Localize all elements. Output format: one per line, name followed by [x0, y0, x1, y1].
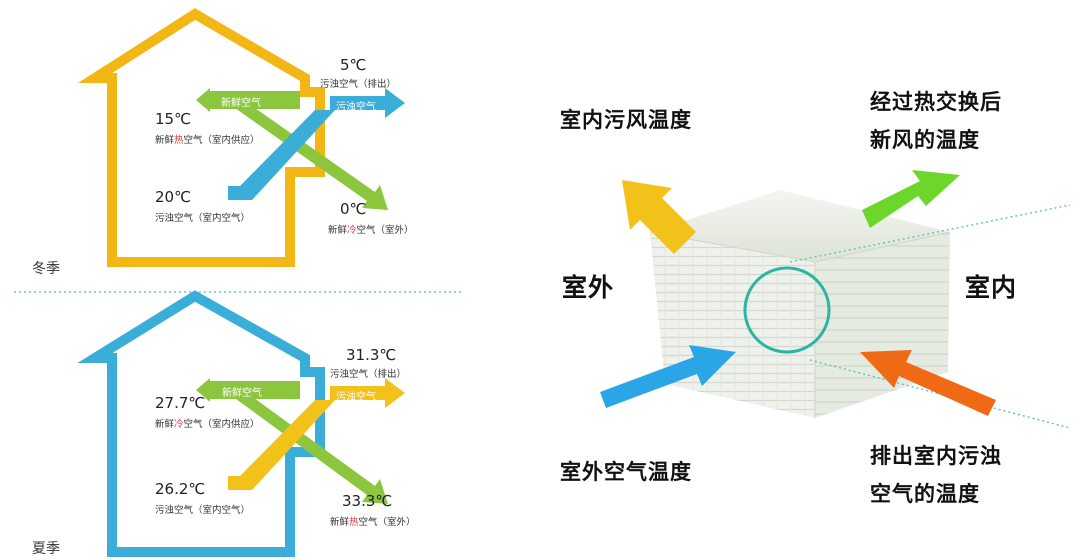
summer-indoor-temp: 26.2℃ — [155, 480, 206, 498]
zoom-circle — [743, 266, 831, 354]
winter-indoor-label: 污浊空气（室内空气） — [155, 213, 251, 224]
summer-indoor-label: 污浊空气（室内空气） — [155, 505, 251, 516]
winter-supply-temp: 15℃ — [155, 110, 191, 128]
winter-exhaust-label: 污浊空气（排出） — [320, 79, 397, 90]
summer-exhaust-temp: 31.3℃ — [346, 346, 397, 364]
exhaust-stale-line1: 排出室内污浊 — [870, 444, 1002, 468]
winter-house-outline — [77, 8, 325, 267]
summer-supply-temp: 27.7℃ — [155, 394, 206, 412]
fresh-after-exchange-line2: 新风的温度 — [870, 128, 980, 152]
fresh-supply-arrow — [862, 170, 960, 228]
outdoor-air-intake-arrow — [600, 345, 736, 408]
heat-exchanger-core — [649, 190, 951, 418]
summer-exhaust-label: 污浊空气（排出） — [330, 369, 407, 380]
winter-fresh-air-arrow — [196, 88, 388, 210]
outdoor-air-temp-label: 室外空气温度 — [560, 460, 692, 484]
winter-outdoor-temp: 0℃ — [340, 200, 367, 218]
winter-stale-arrow-label: 污浊空气 — [336, 102, 376, 113]
summer-outdoor-label: 新鲜热空气（室外） — [330, 517, 416, 528]
indoor-stale-temp-label: 室内污风温度 — [560, 108, 692, 132]
indoor-label: 室内 — [965, 273, 1018, 302]
winter-stale-air-arrow — [228, 88, 405, 200]
winter-fresh-arrow-label: 新鲜空气 — [221, 98, 261, 109]
summer-outdoor-temp: 33.3℃ — [342, 492, 393, 510]
summer-season-label: 夏季 — [32, 541, 60, 557]
indoor-stale-exhaust-arrow — [622, 180, 696, 254]
summer-stale-arrow-label: 污浊空气 — [336, 392, 376, 403]
winter-indoor-temp: 20℃ — [155, 188, 191, 206]
summer-stale-air-arrow — [228, 378, 405, 490]
winter-season-label: 冬季 — [32, 261, 60, 277]
summer-supply-label: 新鲜冷空气（室内供应） — [155, 419, 260, 430]
winter-outdoor-label: 新鲜冷空气（室外） — [328, 225, 414, 236]
outdoor-label: 室外 — [562, 273, 615, 302]
summer-fresh-arrow-label: 新鲜空气 — [222, 388, 262, 399]
fresh-after-exchange-line1: 经过热交换后 — [870, 90, 1002, 114]
winter-exhaust-temp: 5℃ — [340, 56, 367, 74]
summer-fresh-air-arrow — [196, 378, 388, 504]
exhaust-stale-line2: 空气的温度 — [870, 482, 980, 506]
winter-supply-label: 新鲜热空气（室内供应） — [155, 135, 260, 146]
indoor-exhaust-intake-arrow — [860, 350, 996, 416]
